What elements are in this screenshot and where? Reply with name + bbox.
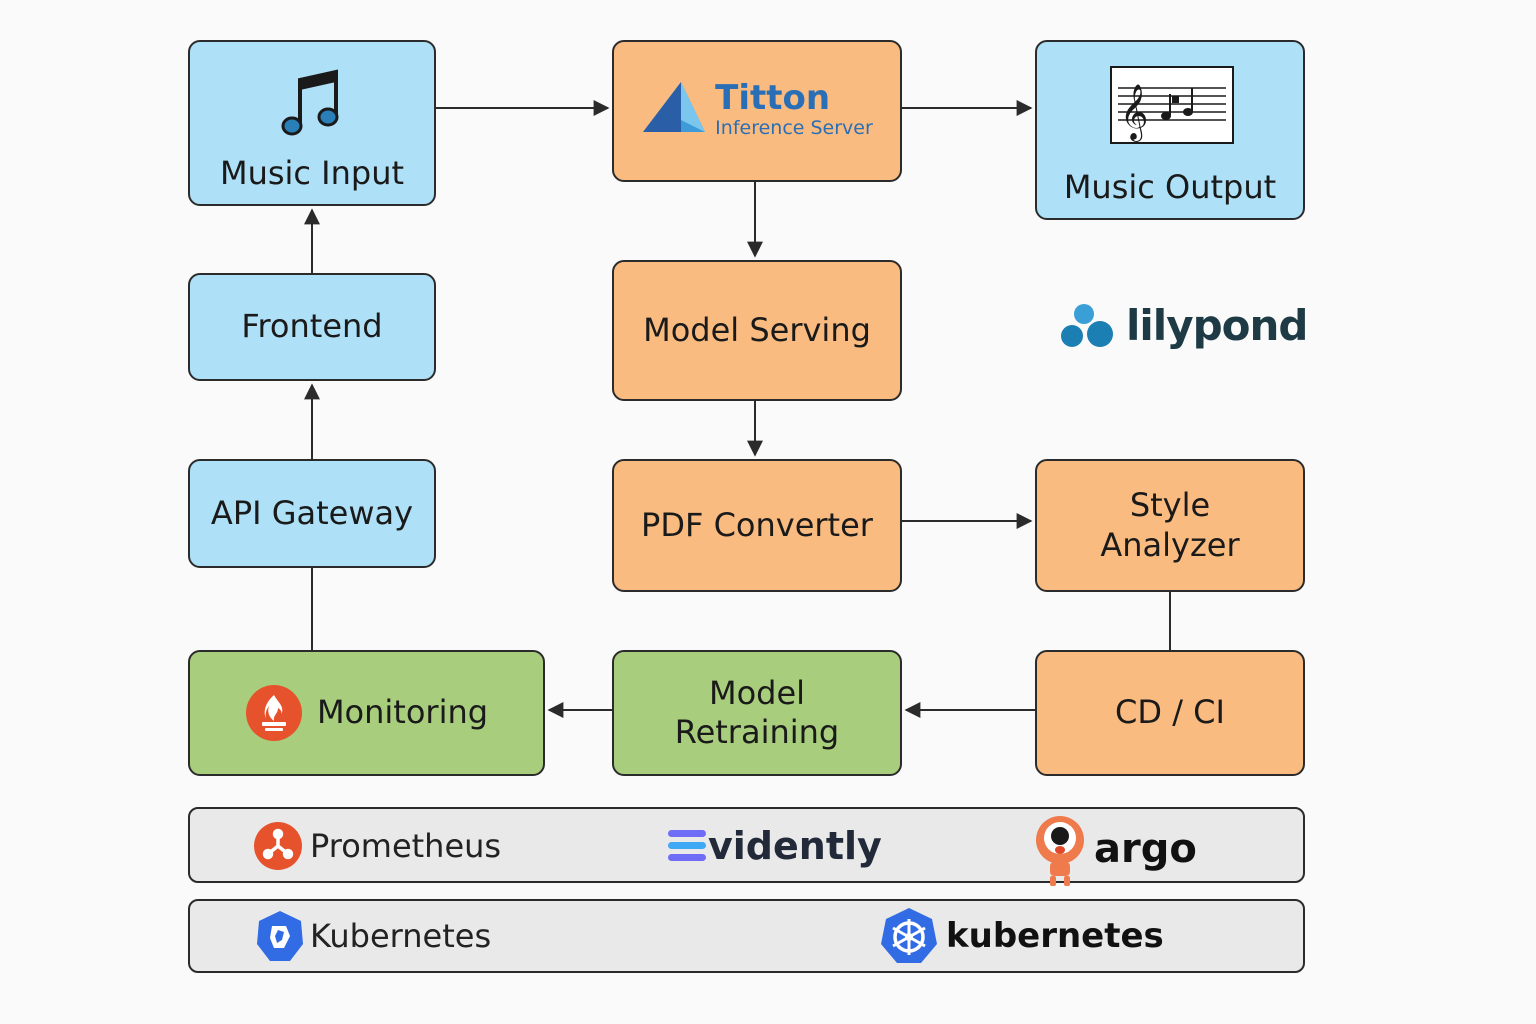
evidently-logo: vidently xyxy=(668,824,882,868)
cdci-label: CD / CI xyxy=(1115,693,1225,732)
kubernetes-logo-right: kubernetes xyxy=(880,907,1164,965)
model-serving-node: Model Serving xyxy=(612,260,902,401)
style-analyzer-node: Style Analyzer xyxy=(1035,459,1305,592)
prometheus-logo: Prometheus xyxy=(254,822,501,870)
evidently-icon xyxy=(668,830,706,861)
triton-inference-server-node: Titton Inference Server xyxy=(612,40,902,182)
model-retraining-label-line2: Retraining xyxy=(674,713,840,751)
prometheus-icon xyxy=(254,822,302,870)
model-retraining-node: Model Retraining xyxy=(612,650,902,776)
lilypond-wordmark: lilypond xyxy=(1126,300,1308,350)
monitoring-node: Monitoring xyxy=(188,650,545,776)
frontend-label: Frontend xyxy=(241,307,383,346)
api-gateway-node: API Gateway xyxy=(188,459,436,568)
lilypond-logo: lilypond xyxy=(1060,300,1308,350)
music-input-label: Music Input xyxy=(219,154,405,192)
music-output-label: Music Output xyxy=(1063,168,1277,206)
triton-name: Titton xyxy=(715,77,831,118)
style-analyzer-label-line1: Style xyxy=(1129,486,1211,525)
kubernetes-icon xyxy=(257,911,303,961)
music-note-icon xyxy=(281,69,339,136)
evidently-label: vidently xyxy=(708,824,882,868)
pdf-converter-node: PDF Converter xyxy=(612,459,902,592)
monitoring-tools-bar xyxy=(188,807,1305,883)
kubernetes-label-left: Kubernetes xyxy=(310,917,492,955)
argo-icon xyxy=(1036,816,1084,886)
pdf-converter-label: PDF Converter xyxy=(641,505,873,544)
cdci-node: CD / CI xyxy=(1035,650,1305,776)
model-retraining-label-line1: Model xyxy=(708,673,806,712)
infrastructure-bar xyxy=(188,899,1305,973)
sheet-music-icon: 𝄞 xyxy=(1110,66,1234,144)
kubernetes-logo-left: Kubernetes xyxy=(256,910,491,962)
prometheus-flame-icon xyxy=(245,685,302,741)
lilypond-logo-icon xyxy=(1061,304,1113,347)
argo-label: argo xyxy=(1094,826,1197,872)
kubernetes-label-right: kubernetes xyxy=(946,916,1164,956)
triton-subtitle: Inference Server xyxy=(715,117,873,140)
monitoring-label: Monitoring xyxy=(316,693,489,732)
api-gateway-label: API Gateway xyxy=(210,493,414,532)
music-input-node: Music Input xyxy=(188,40,436,206)
svg-text:𝄞: 𝄞 xyxy=(1120,84,1148,142)
style-analyzer-label-line2: Analyzer xyxy=(1100,525,1240,564)
prometheus-label: Prometheus xyxy=(310,827,502,865)
frontend-node: Frontend xyxy=(188,273,436,381)
triton-logo-icon xyxy=(643,82,706,132)
argo-logo: argo xyxy=(1034,814,1197,888)
kubernetes-wheel-icon xyxy=(881,908,937,963)
model-serving-label: Model Serving xyxy=(643,310,871,349)
